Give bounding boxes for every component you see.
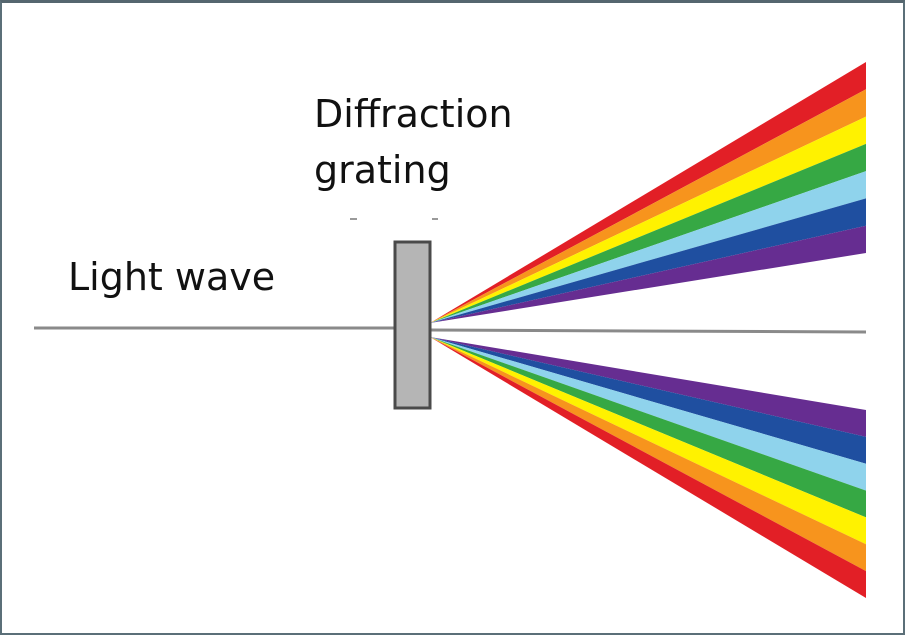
upper-blue-band [430,198,866,323]
diffraction-grating-label: Diffraction grating [314,86,513,198]
upper-light-blue-band [430,171,866,323]
diffraction-grating [393,240,432,410]
upper-orange-band [430,89,866,323]
upper-spectrum-fan [430,62,866,323]
grating-label-line-2: grating [314,148,451,192]
upper-green-band [430,143,866,323]
upper-red-band [430,62,866,323]
zero-order-ray [429,328,867,334]
grating-label-line-1: Diffraction [314,92,513,136]
light-wave-label: Light wave [68,255,276,299]
lower-spectrum-fan [430,337,866,598]
upper-violet-band [430,225,866,323]
lower-red-band [430,337,866,598]
lower-violet-band [430,337,866,437]
lower-light-blue-band [430,337,866,491]
